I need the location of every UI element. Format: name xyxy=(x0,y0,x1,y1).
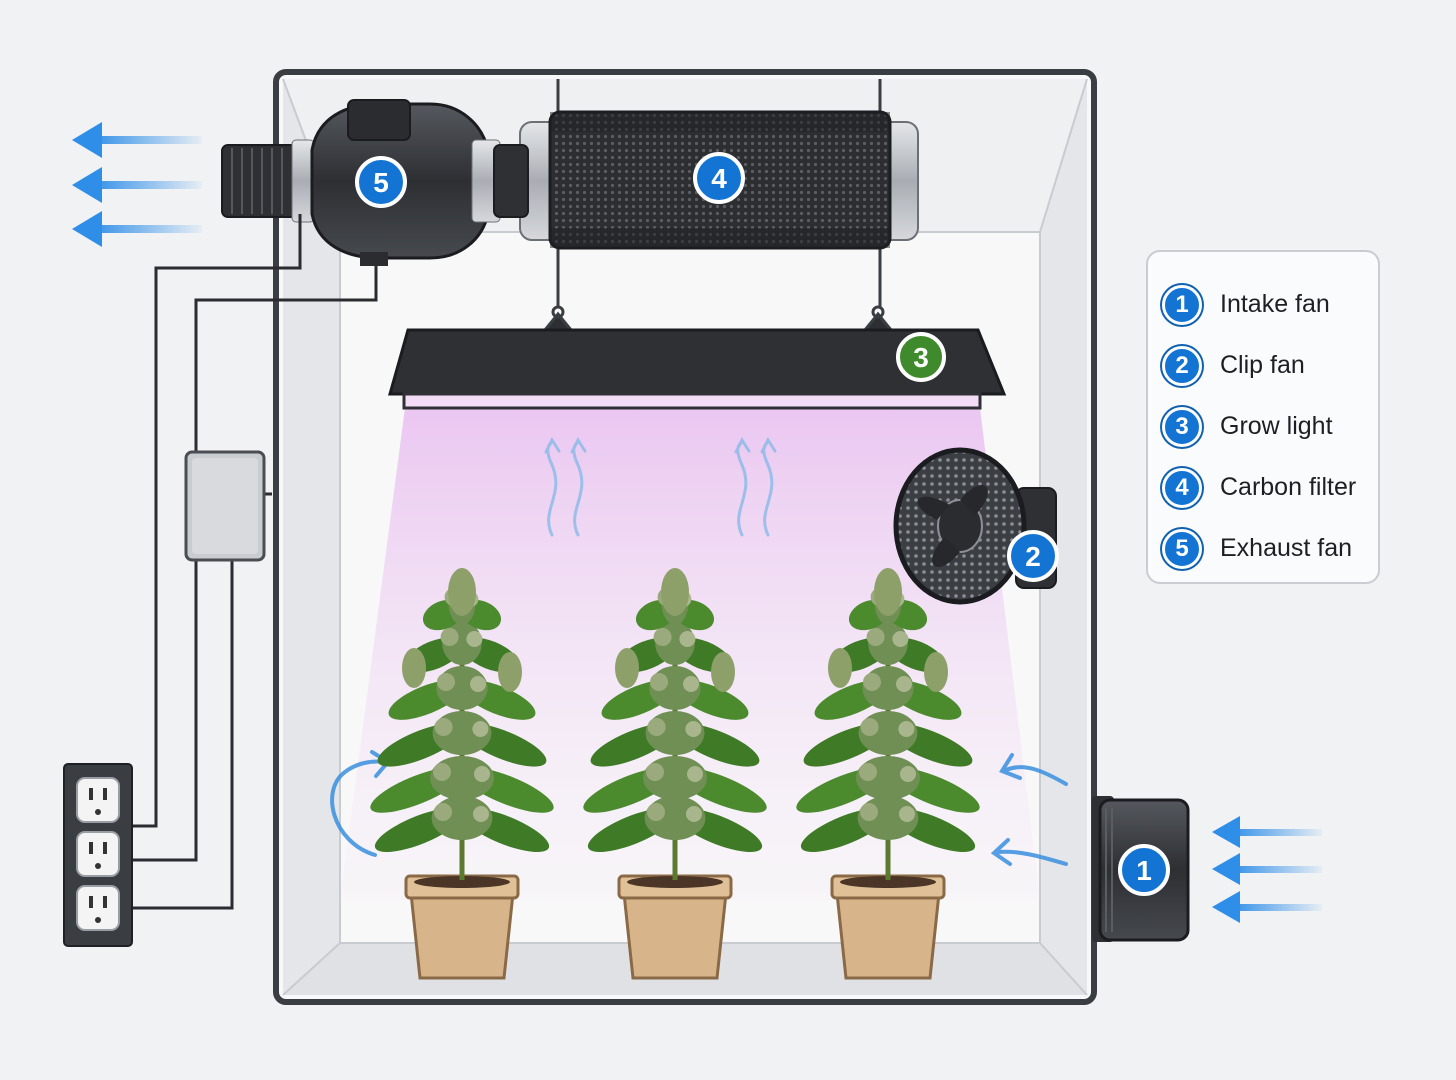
legend-badge: 3 xyxy=(1162,406,1202,447)
intake-airflow-arrows xyxy=(1212,816,1322,923)
legend-label: Intake fan xyxy=(1220,290,1330,318)
legend-badge: 5 xyxy=(1162,528,1202,569)
callout-clip-fan-number: 2 xyxy=(1025,541,1041,572)
callout-grow-light-number: 3 xyxy=(913,342,929,373)
legend-panel: 1 Intake fan 2 Clip fan 3 Grow light 4 C… xyxy=(1146,250,1380,584)
callout-grow-light: 3 xyxy=(896,332,946,382)
callout-clip-fan: 2 xyxy=(1007,530,1059,582)
legend-badge: 2 xyxy=(1162,345,1202,386)
callout-exhaust-fan: 5 xyxy=(355,156,407,208)
callout-exhaust-fan-number: 5 xyxy=(373,167,389,198)
callout-intake-fan-number: 1 xyxy=(1136,855,1152,886)
callout-carbon-filter: 4 xyxy=(693,152,745,204)
potted-plant xyxy=(370,568,554,980)
legend-label: Grow light xyxy=(1220,412,1333,440)
grow-light xyxy=(388,328,1007,410)
legend-badge: 4 xyxy=(1162,467,1202,508)
legend-item-clip-fan: 2 Clip fan xyxy=(1162,335,1378,396)
power-outlet-strip xyxy=(63,763,133,947)
callout-carbon-filter-number: 4 xyxy=(711,163,727,194)
legend-item-exhaust-fan: 5 Exhaust fan xyxy=(1162,518,1378,579)
power-cables xyxy=(132,214,378,910)
legend-item-intake-fan: 1 Intake fan xyxy=(1162,274,1378,335)
legend-label: Carbon filter xyxy=(1220,473,1357,501)
exhaust-airflow-arrows xyxy=(72,122,202,247)
legend-badge: 1 xyxy=(1162,284,1202,325)
legend-item-grow-light: 3 Grow light xyxy=(1162,396,1378,457)
callout-intake-fan: 1 xyxy=(1118,844,1170,896)
fan-controller-box xyxy=(184,450,266,562)
legend-item-carbon-filter: 4 Carbon filter xyxy=(1162,457,1378,518)
legend-label: Exhaust fan xyxy=(1220,534,1353,562)
potted-plant xyxy=(796,568,980,980)
legend-label: Clip fan xyxy=(1220,351,1305,379)
heat-rising-icon xyxy=(544,436,777,537)
plants xyxy=(370,568,980,980)
potted-plant xyxy=(583,568,767,980)
